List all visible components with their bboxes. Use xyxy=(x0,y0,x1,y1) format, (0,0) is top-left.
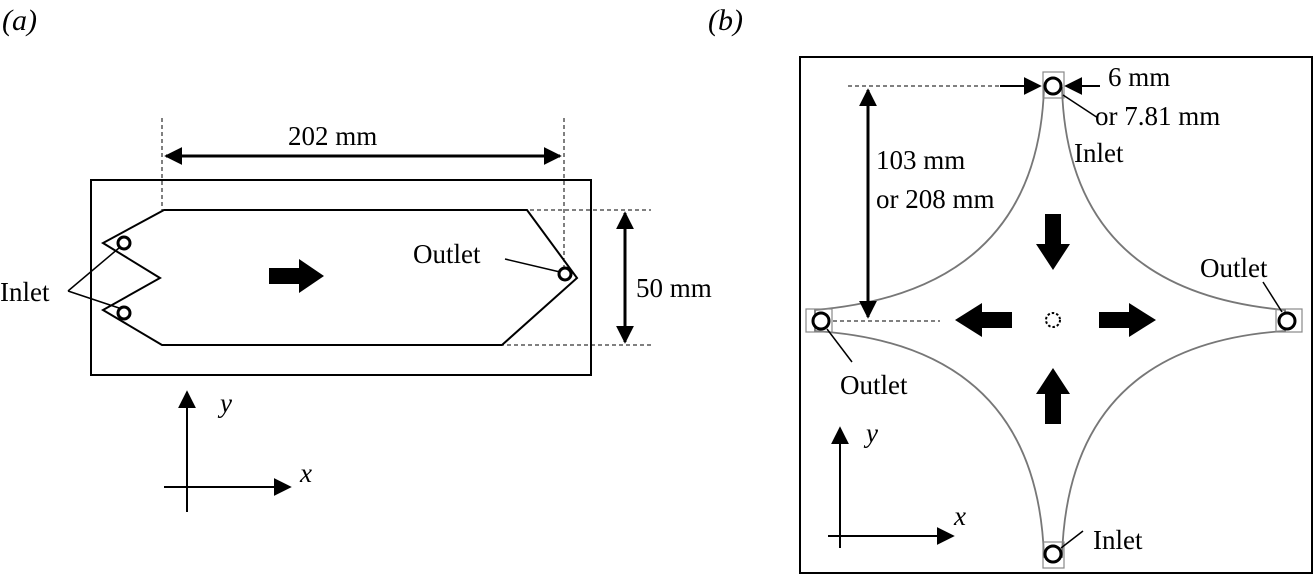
flow-arrow-right xyxy=(269,259,324,293)
arm-length-label-line1: 103 mm xyxy=(876,145,965,175)
panel-b-label: (b) xyxy=(708,4,743,37)
port-housing-left xyxy=(805,308,833,333)
plate-outline xyxy=(799,56,1313,574)
width-label: 50 mm xyxy=(636,273,712,303)
port-housing-top xyxy=(1042,71,1065,99)
inlet-port-upper xyxy=(116,235,132,251)
inlet-leader-lower xyxy=(67,290,120,309)
flow-arrow-right xyxy=(1099,303,1156,337)
center-point xyxy=(1045,312,1061,328)
outlet-left-leader xyxy=(826,328,853,363)
inlet-top-label: Inlet xyxy=(1074,138,1124,168)
inlet-bottom-leader xyxy=(1060,530,1084,549)
panel-a-label: (a) xyxy=(2,4,37,37)
axis-x-label: x xyxy=(953,501,966,531)
outlet-port-left xyxy=(811,311,831,331)
outlet-label: Outlet xyxy=(413,239,481,269)
port-housing-bottom xyxy=(1042,541,1065,569)
axis-y-label: y xyxy=(863,418,878,448)
outlet-right-label: Outlet xyxy=(1200,253,1268,283)
axis-x-label: x xyxy=(299,458,312,488)
inlet-port-lower xyxy=(116,305,132,321)
port-housing-right xyxy=(1275,308,1303,333)
port-size-label-line1: 6 mm xyxy=(1108,62,1170,92)
panel-a: (a) Inlet Outlet 202 mm 50 mm y x xyxy=(0,4,712,512)
inlet-port-bottom xyxy=(1043,544,1063,564)
flow-arrow-left xyxy=(955,303,1012,337)
axis-y-label: y xyxy=(217,388,232,418)
inlet-port-top xyxy=(1043,76,1063,96)
flow-arrow-down xyxy=(1036,214,1070,270)
outlet-port-right xyxy=(1277,311,1297,331)
inlet-leader-upper xyxy=(67,247,120,292)
outlet-left-label: Outlet xyxy=(840,370,908,400)
panel-b: (b) 6 mm or 7.81 mm Inlet 103 m xyxy=(708,4,1313,574)
outlet-port xyxy=(557,266,573,282)
channel-outline xyxy=(100,209,579,346)
outlet-right-leader xyxy=(1262,281,1283,313)
outlet-leader xyxy=(504,258,561,273)
inlet-label: Inlet xyxy=(0,277,50,307)
port-size-label-line2: or 7.81 mm xyxy=(1095,101,1220,131)
plate-outline xyxy=(90,179,592,376)
inlet-bottom-label: Inlet xyxy=(1093,525,1143,555)
length-label: 202 mm xyxy=(288,121,377,151)
flow-arrow-up xyxy=(1036,368,1070,424)
inlet-top-leader xyxy=(1062,94,1099,119)
arm-length-label-line2: or 208 mm xyxy=(876,184,995,214)
